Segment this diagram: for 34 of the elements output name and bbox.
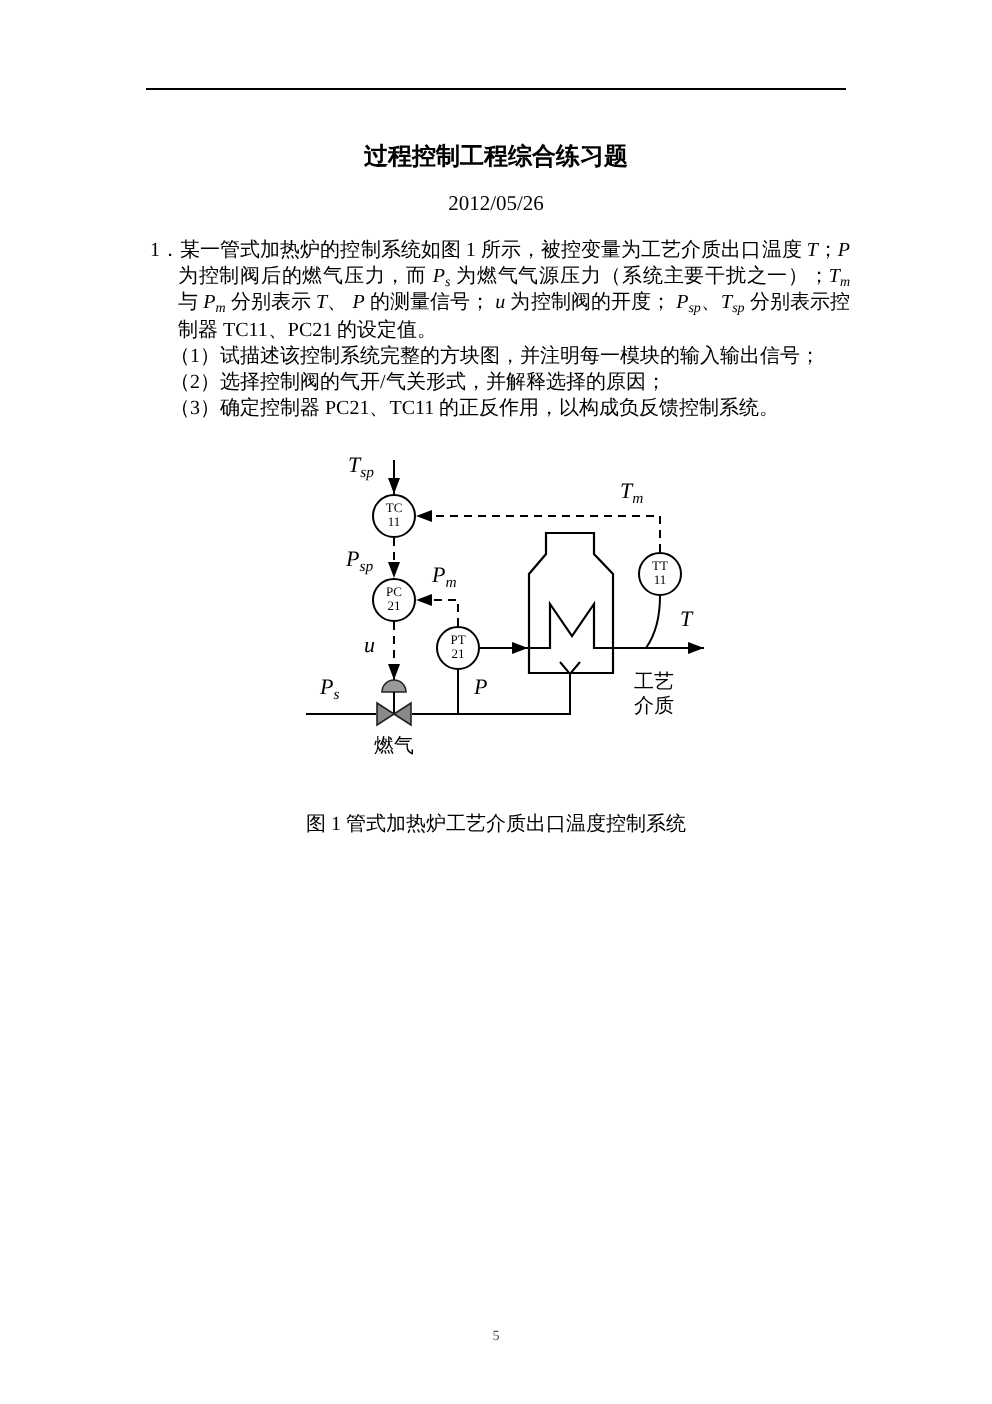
instrument-circle <box>638 552 682 596</box>
sub-question: （1）试描述该控制系统完整的方块图，并注明每一模块的输入输出信号； <box>170 343 822 371</box>
signal-label: T <box>680 608 693 634</box>
line <box>305 713 377 715</box>
signal-label: P$_{m}$ <box>432 564 457 590</box>
page-title: 过程控制工程综合练习题 <box>364 140 628 172</box>
question-text: 1．某一管式加热炉的控制系统如图 1 所示，被控变量为工艺介质出口温度 T；P 为控制阀后的燃气压力，而 P$_{s}$ 为燃气气源压力（系统主要干扰之一）；T$_{m}$ 与 P$_{m}$ 分别表示 T、 P 的测量信号； u 为控制阀的开度； P$_{sp}$、T$_{sp}$ 分别表示控制器 TC11、PC21 的设定值。 <box>150 238 850 344</box>
signal-label: u <box>364 634 375 660</box>
line <box>411 661 581 715</box>
line <box>457 669 459 715</box>
sub-question: （2）选择控制阀的气开/气关形式，并解释选择的原因； <box>170 370 668 397</box>
arrow <box>388 459 400 495</box>
line <box>645 595 661 649</box>
signal-label: T$_{m}$ <box>620 480 644 506</box>
date-text: 2012/05/26 <box>448 192 544 218</box>
instrument-circle <box>372 578 416 622</box>
sub-question: （3）确定控制器 PC21、TC11 的正反作用，以构成负反馈控制系统。 <box>170 396 782 423</box>
signal-label: T$_{sp}$ <box>348 454 374 480</box>
figure-caption: 图 1 管式加热炉工艺介质出口温度控制系统 <box>306 812 686 838</box>
arrow <box>613 642 705 654</box>
dashed-arrow <box>415 594 459 627</box>
dashed-arrow <box>388 537 400 579</box>
signal-label: P <box>474 676 488 702</box>
furnace-drawing <box>528 532 614 674</box>
signal-label: P$_{s}$ <box>320 676 340 702</box>
arrow <box>479 642 529 654</box>
dashed-arrow <box>415 510 661 553</box>
stream-label: 燃气 <box>374 736 414 760</box>
stream-label: 工艺介质 <box>634 672 674 720</box>
instrument-circle <box>436 626 480 670</box>
instrument-circle <box>372 494 416 538</box>
control-valve-symbol <box>376 680 412 726</box>
dashed-arrow <box>388 621 400 681</box>
signal-label: P$_{sp}$ <box>346 548 374 574</box>
